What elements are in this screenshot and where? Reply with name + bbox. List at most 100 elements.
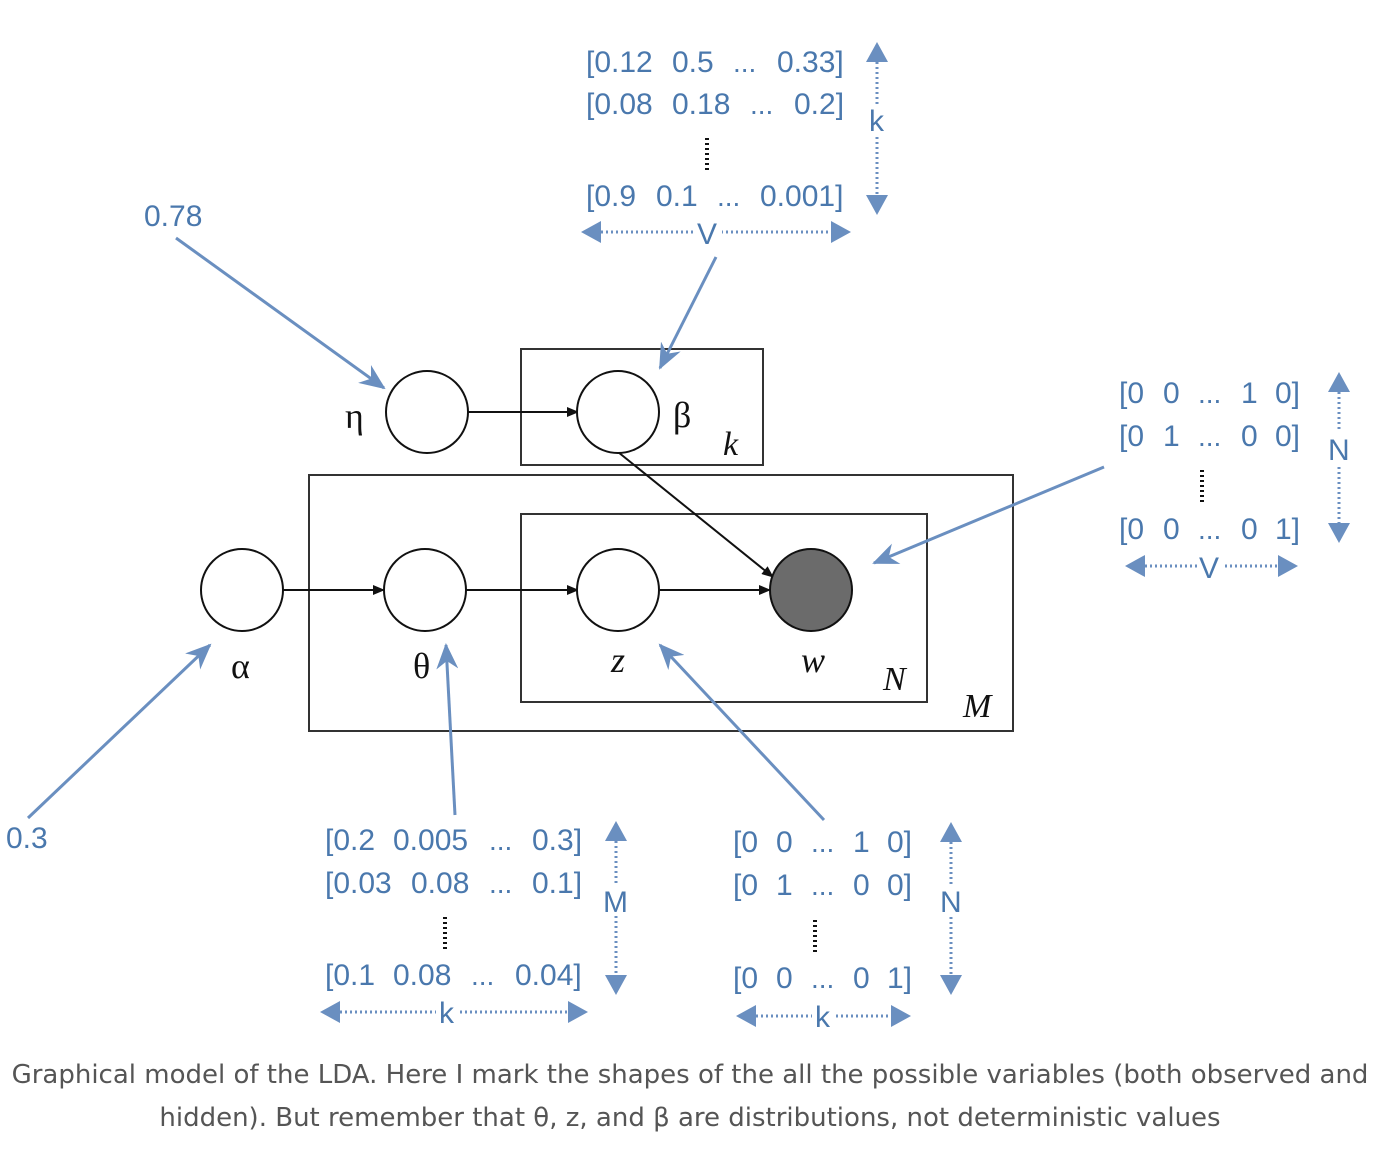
node-theta [383, 548, 467, 632]
theta-r2-c2: ... [471, 960, 494, 991]
beta-r2-c2: ... [717, 181, 740, 212]
z-col-dim-label: k [815, 1001, 831, 1034]
label-z: z [610, 640, 625, 680]
node-z [576, 548, 660, 632]
label-eta: η [345, 396, 364, 436]
beta-col-dim-bg [696, 216, 722, 248]
z-r1-c3: 0 [853, 869, 870, 902]
pointer-w [872, 465, 1105, 565]
beta-r1-c3: 0.2] [794, 88, 844, 121]
z-r2-c2: ... [811, 963, 834, 994]
beta-r2-c0: [0.9 [586, 180, 636, 213]
plate-label-k: k [723, 426, 739, 463]
w-r2-c1: 0 [1163, 513, 1180, 546]
beta-col-dim-label: V [697, 218, 717, 251]
beta-r1-c0: [0.08 [586, 88, 653, 121]
w-row-dim-bg [1326, 432, 1352, 464]
w-r0-c0: [0 [1119, 377, 1144, 410]
plate-label-m: M [962, 688, 993, 725]
z-r2-c0: [0 [733, 962, 758, 995]
eta-value: 0.78 [144, 200, 202, 233]
w-r0-c4: 0] [1275, 377, 1300, 410]
theta-col-dim-label: k [439, 997, 455, 1030]
z-row-dim-arrow-up [940, 822, 962, 842]
z-r2-c1: 0 [776, 962, 793, 995]
w-r1-c0: [0 [1119, 420, 1144, 453]
w-r0-c2: ... [1198, 378, 1221, 409]
w-r1-c3: 0 [1241, 420, 1258, 453]
plate-label-n: N [882, 661, 908, 698]
beta-row-dim-bg [866, 104, 888, 134]
beta-r1-c1: 0.18 [672, 88, 730, 121]
theta-r0-c0: [0.2 [325, 824, 375, 857]
beta-r0-c3: 0.33] [777, 46, 844, 79]
pointer-theta [436, 643, 459, 816]
w-r2-c2: ... [1198, 514, 1221, 545]
w-col-dim-bg [1198, 550, 1224, 582]
z-matrix: [0 0 ... 1 0] [0 1 ... 0 0] [0 0 ... 0 1… [733, 822, 964, 1034]
theta-r2-c0: [0.1 [325, 959, 375, 992]
label-w: w [801, 640, 825, 680]
w-r1-c4: 0] [1275, 420, 1300, 453]
theta-r0-c3: 0.3] [532, 824, 582, 857]
z-r1-c0: [0 [733, 869, 758, 902]
z-r1-c4: 0] [887, 869, 912, 902]
w-r1-c1: 1 [1163, 420, 1180, 453]
w-row-dim-arrow-down [1328, 523, 1350, 543]
theta-row-dim-bg [602, 884, 632, 916]
theta-col-dim-arrow-left [320, 1001, 340, 1023]
theta-row-dim-arrow-up [605, 821, 627, 841]
theta-r0-c1: 0.005 [393, 824, 468, 857]
theta-r2-c3: 0.04] [515, 959, 582, 992]
z-row-dim-bg [938, 884, 964, 916]
theta-r1-c1: 0.08 [411, 867, 469, 900]
z-r0-c2: ... [811, 827, 834, 858]
beta-r0-c0: [0.12 [586, 46, 653, 79]
theta-col-dim-arrow-right [568, 1001, 588, 1023]
z-r1-c2: ... [811, 870, 834, 901]
label-theta: θ [413, 646, 430, 686]
beta-r0-c2: ... [733, 47, 756, 78]
w-col-dim-label: V [1199, 552, 1219, 585]
alpha-value: 0.3 [6, 822, 48, 855]
w-row-dim-label: N [1328, 434, 1350, 467]
pointer-alpha [26, 643, 212, 820]
edge-beta-w [617, 451, 774, 578]
beta-col-dim-arrow-left [581, 221, 601, 243]
theta-row-dim-label: M [603, 886, 628, 919]
theta-col-dim-bg [436, 996, 458, 1028]
z-r2-c3: 0 [853, 962, 870, 995]
z-r0-c0: [0 [733, 826, 758, 859]
w-r0-c1: 0 [1163, 377, 1180, 410]
theta-r1-c0: [0.03 [325, 867, 392, 900]
beta-r1-c2: ... [750, 89, 773, 120]
beta-row-dim-label: k [869, 105, 885, 138]
z-r1-c1: 1 [776, 869, 793, 902]
plate-k [520, 348, 764, 466]
pointer-beta [658, 256, 718, 370]
plate-n [520, 513, 928, 703]
beta-col-dim-arrow-right [831, 221, 851, 243]
beta-r0-c1: 0.5 [672, 46, 714, 79]
beta-r2-c1: 0.1 [656, 180, 698, 213]
theta-r0-c2: ... [489, 825, 512, 856]
pointer-eta [175, 236, 386, 390]
z-r2-c4: 1] [887, 962, 912, 995]
w-r2-c4: 1] [1275, 513, 1300, 546]
figure-caption: Graphical model of the LDA. Here I mark … [0, 1054, 1380, 1140]
beta-matrix: [0.12 0.5 ... 0.33] [0.08 0.18 ... 0.2] … [581, 42, 888, 251]
node-eta [385, 370, 469, 454]
z-r0-c4: 0] [887, 826, 912, 859]
z-col-dim-bg [812, 1000, 834, 1032]
w-r2-c3: 0 [1241, 513, 1258, 546]
w-r0-c3: 1 [1241, 377, 1258, 410]
caption-line-1: Graphical model of the LDA. Here I mark … [11, 1060, 1369, 1090]
z-r0-c3: 1 [853, 826, 870, 859]
beta-r2-c3: 0.001] [760, 180, 843, 213]
w-r1-c2: ... [1198, 421, 1221, 452]
theta-row-dim-arrow-down [605, 975, 627, 995]
theta-r2-c1: 0.08 [393, 959, 451, 992]
lda-diagram: η β α θ z w k N M 0.78 0.3 [0.12 0.5 ...… [6, 42, 1352, 1034]
beta-row-dim-arrow-up [866, 42, 888, 62]
z-col-dim-arrow-right [891, 1005, 911, 1027]
